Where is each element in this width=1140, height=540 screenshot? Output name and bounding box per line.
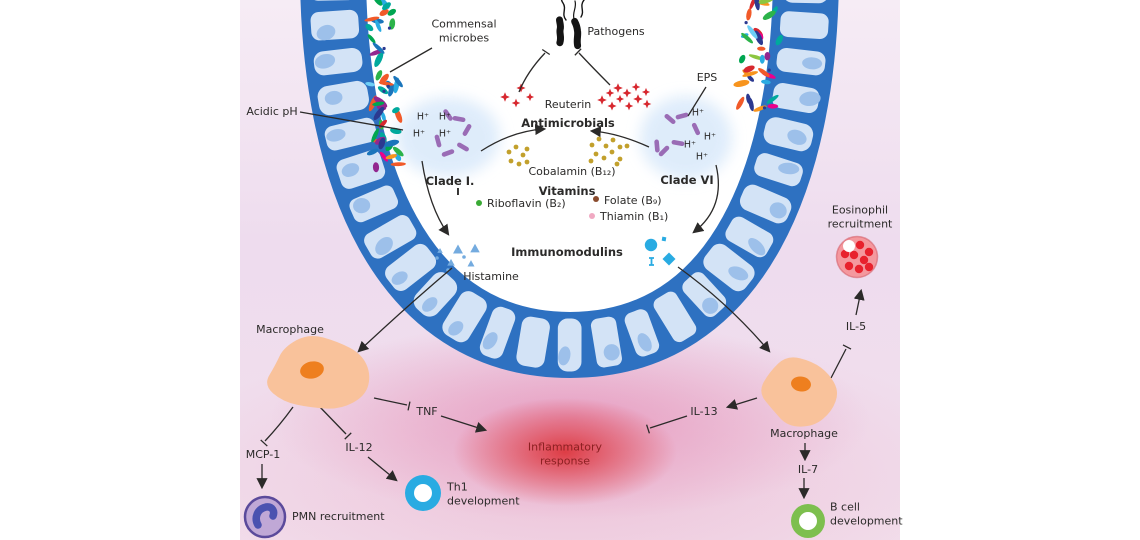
th1-cell (405, 475, 441, 511)
bcell-cell (791, 504, 825, 538)
thiamin-dot (589, 213, 595, 219)
immunomodulin-particles (644, 236, 676, 266)
il12-to-th1-arrow (367, 456, 398, 482)
commensal-pointer-line (389, 47, 433, 73)
inflammatory-response-blob (453, 398, 677, 506)
clade1-to-antimicrobials-arrow (480, 124, 547, 152)
clade1-to-histamine-arrow (421, 160, 450, 236)
pathogens-bacteria (556, 0, 585, 50)
macrophage-to-il13-arrow (725, 397, 758, 410)
histamine-to-macrophage-arrow (357, 267, 453, 353)
macrophage-left-cell (267, 335, 370, 409)
commensal-microbes-right (733, 0, 784, 112)
diagram-canvas (240, 0, 900, 540)
il5-to-eosinophil-arrow (853, 288, 865, 316)
immunomodulins-to-macrophage-arrow (677, 266, 771, 353)
il13-inhibits-inflammation-line (649, 415, 688, 429)
acid-cloud-right (640, 96, 732, 180)
intestinal-lumen (333, 0, 806, 345)
acidic-ph-pointer-line (299, 111, 404, 131)
reuterin-inhibits-pathogens-left (518, 52, 546, 93)
macrophage-right-cell (761, 357, 838, 427)
macrophage-mcp1-line (264, 406, 294, 442)
epithelial-cells (307, 0, 830, 372)
reuterin-inhibits-pathogens-right (578, 52, 611, 86)
eps-pointer-line (687, 86, 707, 117)
folate-dot (593, 196, 599, 202)
clade6-bacteria-rods (654, 112, 701, 157)
clade6-to-immunomodulins-arrow (692, 164, 720, 234)
acid-cloud-left (396, 97, 500, 177)
cobalamin-dots (506, 136, 630, 167)
connector-lines (256, 47, 865, 500)
commensal-microbes-left (364, 0, 406, 173)
macrophage-il12-line (317, 404, 347, 435)
clade1-bacteria-rods (434, 109, 472, 157)
macrophage-il5-line (830, 348, 847, 379)
eosinophil-cell (835, 235, 879, 279)
pmn-cell (243, 495, 287, 539)
riboflavin-dot (476, 200, 482, 206)
macrophage-tnf-line (373, 397, 408, 406)
histamine-particles (435, 243, 480, 272)
clade6-to-antimicrobials-arrow (589, 126, 650, 148)
tnf-to-inflammation-arrow (440, 415, 488, 433)
